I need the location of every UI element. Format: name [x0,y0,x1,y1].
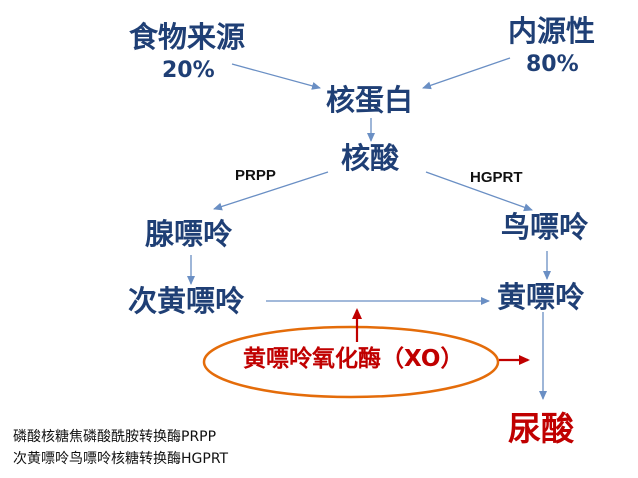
nucleoprotein-node: 核蛋白 [326,83,414,117]
adenine-node: 腺嘌呤 [145,217,233,251]
xo-enzyme-ellipse [202,325,500,399]
arrow-nucleic-acid-to-adenine [213,171,329,211]
arrow-dietary-to-nucleoprotein [231,63,321,90]
dietary-source-label: 食物来源 [129,20,246,54]
prpp-enzyme-label: PRPP [235,167,276,184]
endogenous-source-label: 内源性 [508,14,596,48]
guanine-node: 鸟嘌呤 [501,210,589,244]
legend-line-prpp: 磷酸核糖焦磷酸酰胺转换酶PRPP [13,429,217,445]
uric-acid-node: 尿酸 [508,409,574,448]
arrow-nucleic-acid-to-guanine [425,171,533,212]
legend-line-hgprt: 次黄嘌呤鸟嘌呤核糖转换酶HGPRT [13,451,229,467]
nucleic-acid-node: 核酸 [341,141,400,175]
arrow-endogenous-to-nucleoprotein [422,57,511,90]
dietary-source-percent: 20% [162,58,215,83]
xanthine-node: 黄嘌呤 [497,280,585,314]
endogenous-source-percent: 80% [526,52,579,77]
xo-enzyme-label: 黄嘌呤氧化酶（XO） [243,346,464,372]
hypoxanthine-node: 次黄嘌呤 [128,284,245,318]
hgprt-enzyme-label: HGPRT [470,169,523,186]
